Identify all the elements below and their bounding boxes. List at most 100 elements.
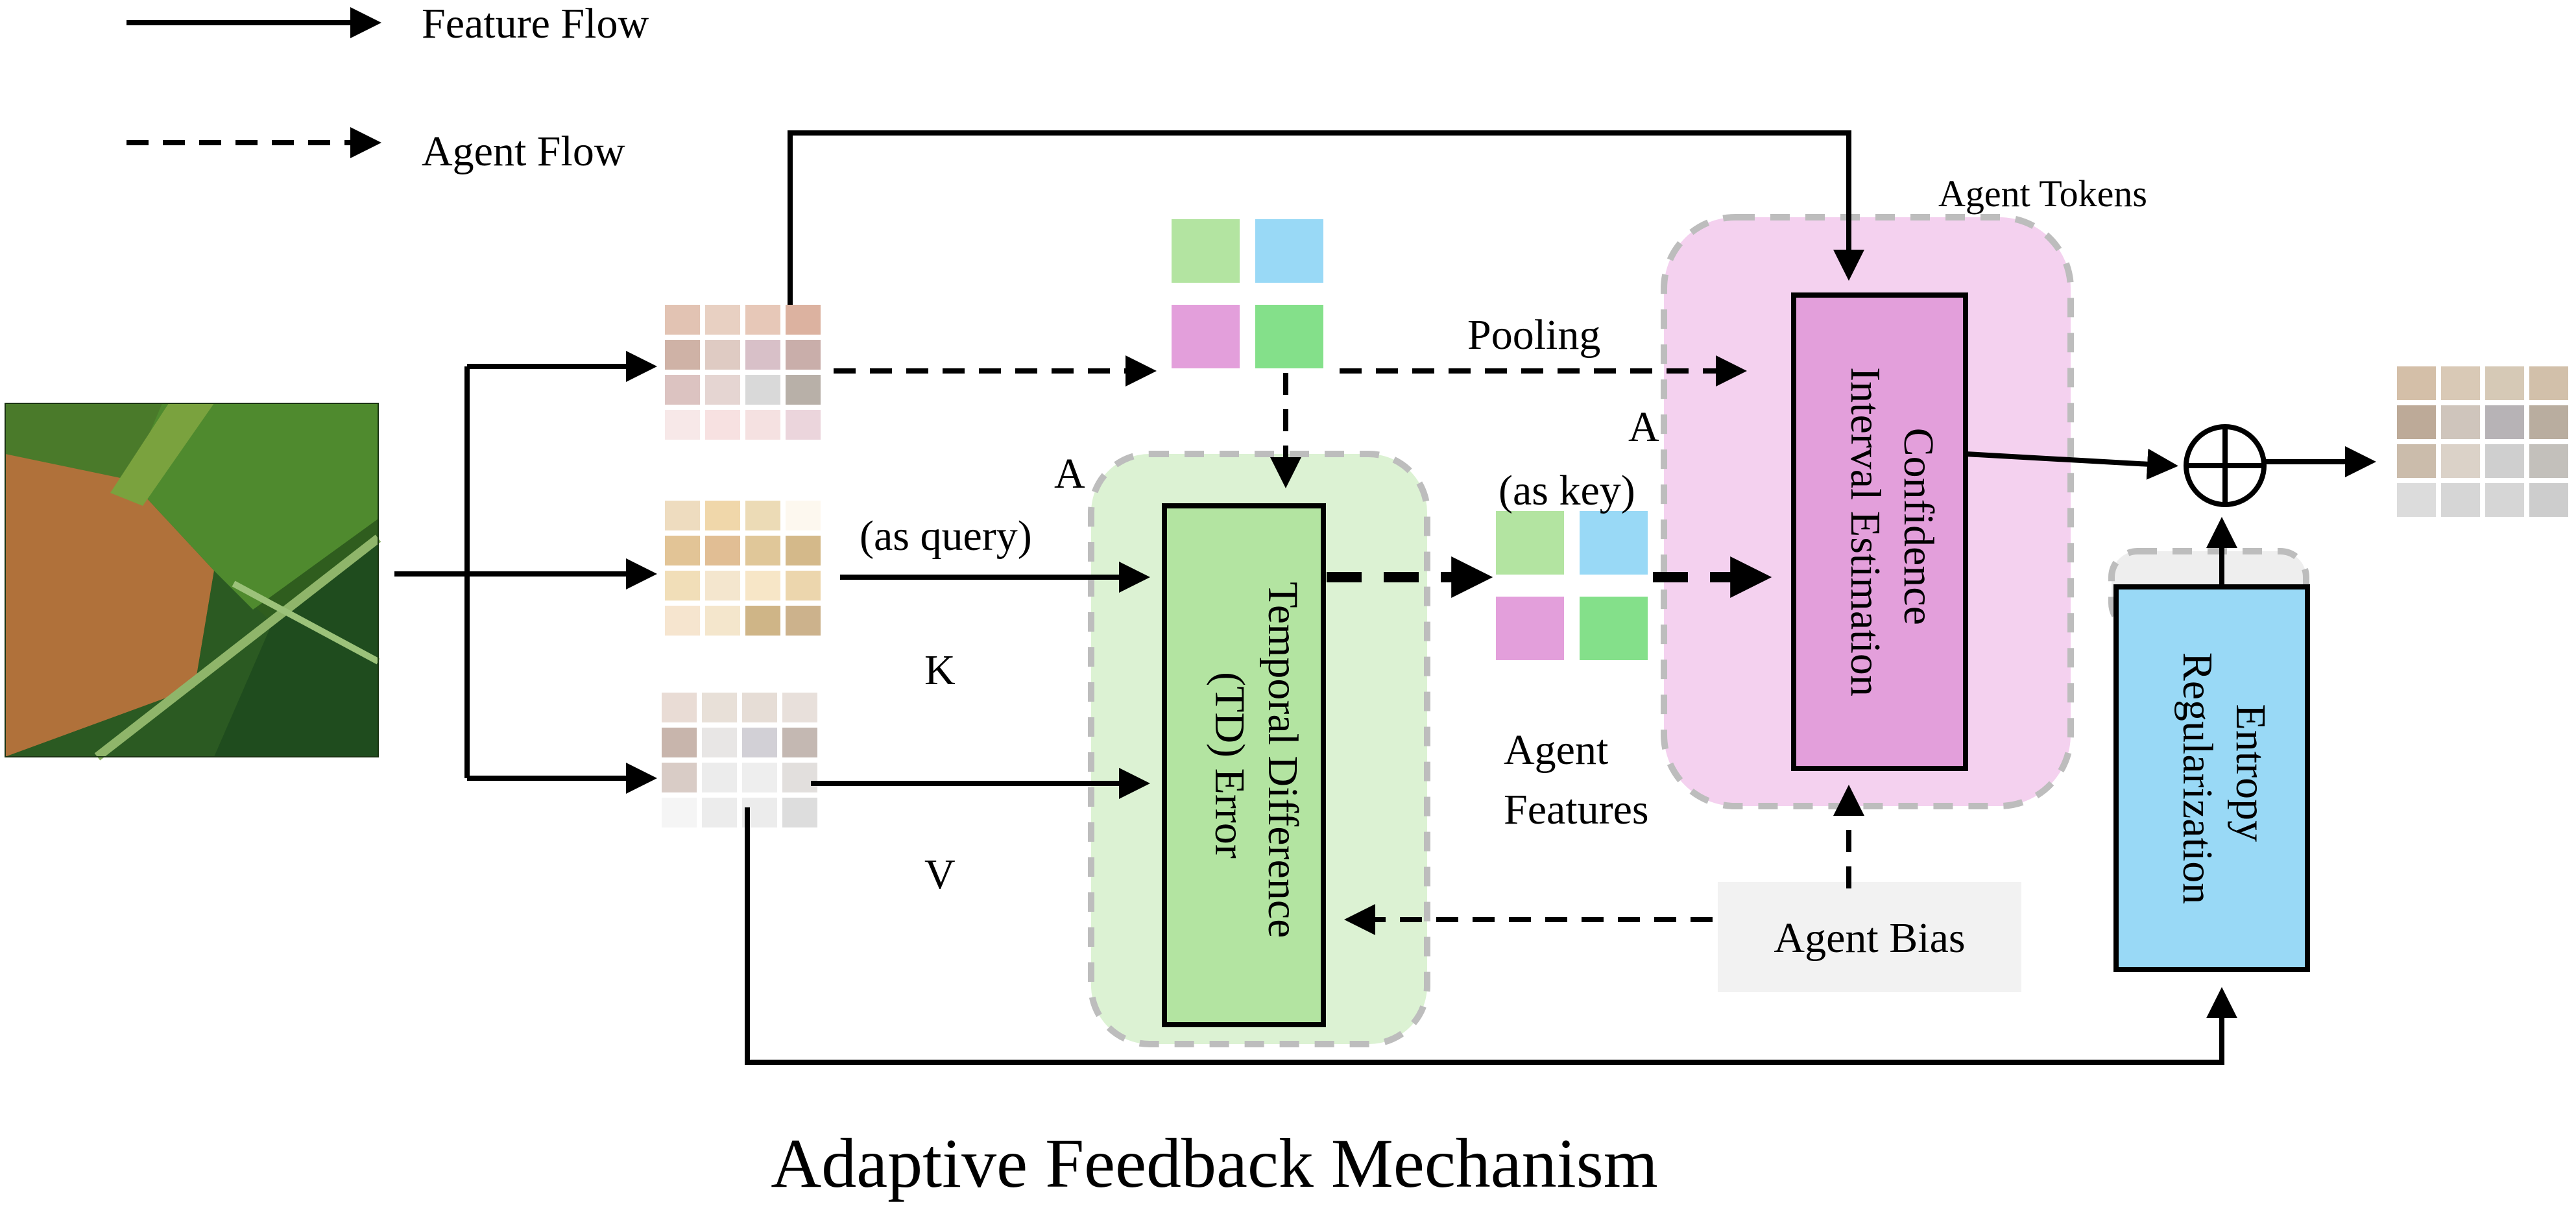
as-key-label: (as key) bbox=[1499, 467, 1635, 514]
confidence-interval-block bbox=[1791, 292, 1968, 771]
agent-token-pink bbox=[1172, 305, 1240, 368]
entropy-line2: Regularization bbox=[2174, 652, 2221, 905]
k-label: K bbox=[924, 647, 956, 694]
token-cell bbox=[665, 536, 700, 565]
confidence-line2: Interval Estimation bbox=[1842, 367, 1889, 696]
token-cell bbox=[786, 340, 821, 370]
token-cell bbox=[786, 410, 821, 440]
entropy-line1: Entropy bbox=[2227, 704, 2274, 842]
td-error-label: Temporal Difference (TD) Error bbox=[1206, 582, 1306, 949]
agent-feature-mint bbox=[1580, 597, 1648, 660]
entropy-regularization-label: Entropy Regularization bbox=[2174, 652, 2274, 905]
entropy-regularization-block bbox=[2113, 584, 2310, 972]
token-cell bbox=[745, 340, 780, 370]
td-error-line2: (TD) Error bbox=[1206, 672, 1253, 859]
token-cell bbox=[705, 501, 740, 530]
token-cell bbox=[2441, 405, 2480, 439]
token-cell bbox=[745, 606, 780, 636]
token-cell bbox=[665, 606, 700, 636]
token-cell bbox=[2529, 405, 2568, 439]
token-cell bbox=[742, 763, 777, 792]
token-cell bbox=[786, 571, 821, 601]
confidence-to-sum bbox=[1965, 448, 2178, 480]
agent-flow-arrows bbox=[834, 355, 1864, 935]
agent-tokens bbox=[1172, 219, 1323, 368]
token-cell bbox=[782, 763, 817, 792]
token-cell bbox=[662, 728, 697, 757]
a-right-label: A bbox=[1628, 403, 1659, 451]
td-error-block bbox=[1162, 503, 1326, 1027]
sum-node bbox=[2184, 424, 2267, 507]
token-cell bbox=[705, 606, 740, 636]
token-cell bbox=[745, 410, 780, 440]
token-cell bbox=[665, 375, 700, 405]
token-cell bbox=[782, 693, 817, 722]
token-cell bbox=[782, 798, 817, 827]
agent-features-label-1: Agent bbox=[1504, 726, 1608, 774]
v-to-entropy bbox=[745, 807, 2237, 1065]
token-cell bbox=[786, 305, 821, 335]
as-query-label: (as query) bbox=[860, 512, 1032, 560]
agent-feature-green bbox=[1496, 511, 1564, 575]
token-cell bbox=[702, 798, 737, 827]
query-token-grid bbox=[665, 305, 821, 440]
token-cell bbox=[705, 536, 740, 565]
agent-features bbox=[1496, 511, 1648, 660]
token-cell bbox=[2529, 483, 2568, 517]
token-cell bbox=[665, 340, 700, 370]
token-cell bbox=[2441, 366, 2480, 400]
agent-bias-box bbox=[1718, 882, 2021, 992]
token-cell bbox=[2397, 483, 2436, 517]
token-cell bbox=[2441, 483, 2480, 517]
token-cell bbox=[745, 536, 780, 565]
token-cell bbox=[662, 763, 697, 792]
token-cell bbox=[2529, 366, 2568, 400]
token-cell bbox=[2397, 405, 2436, 439]
confidence-line1: Confidence bbox=[1895, 428, 1942, 625]
token-cell bbox=[705, 571, 740, 601]
legend-agent-flow: Agent Flow bbox=[422, 128, 625, 175]
token-cell bbox=[665, 305, 700, 335]
pooling-label: Pooling bbox=[1467, 311, 1600, 359]
feature-flow-arrows bbox=[394, 130, 2376, 1065]
agent-tokens-label: Agent Tokens bbox=[1938, 173, 2147, 215]
token-cell bbox=[745, 571, 780, 601]
token-cell bbox=[705, 340, 740, 370]
token-cell bbox=[745, 501, 780, 530]
legend-feature-flow: Feature Flow bbox=[422, 0, 649, 47]
token-cell bbox=[742, 728, 777, 757]
agent-feature-pink bbox=[1496, 597, 1564, 660]
confidence-interval-label: Confidence Interval Estimation bbox=[1842, 367, 1942, 696]
agent-token-blue bbox=[1255, 219, 1323, 283]
token-cell bbox=[702, 763, 737, 792]
token-cell bbox=[705, 410, 740, 440]
token-cell bbox=[786, 375, 821, 405]
token-cell bbox=[2485, 366, 2524, 400]
token-cell bbox=[662, 693, 697, 722]
token-cell bbox=[2485, 444, 2524, 478]
agent-token-green bbox=[1172, 219, 1240, 283]
token-cell bbox=[2397, 366, 2436, 400]
v-label: V bbox=[924, 851, 956, 898]
token-cell bbox=[745, 305, 780, 335]
token-cell bbox=[782, 728, 817, 757]
token-cell bbox=[2485, 405, 2524, 439]
legend: Feature Flow Agent Flow bbox=[126, 0, 649, 175]
diagram-title: Adaptive Feedback Mechanism bbox=[771, 1125, 1658, 1202]
output-token-grid bbox=[2397, 366, 2568, 517]
token-cell bbox=[662, 798, 697, 827]
q-to-confidence bbox=[788, 130, 1864, 305]
token-cell bbox=[786, 501, 821, 530]
token-cell bbox=[705, 375, 740, 405]
token-cell bbox=[2529, 444, 2568, 478]
token-cell bbox=[745, 375, 780, 405]
agent-token-mint bbox=[1255, 305, 1323, 368]
token-cell bbox=[786, 536, 821, 565]
token-cell bbox=[702, 693, 737, 722]
value-token-grid bbox=[662, 693, 817, 827]
agent-feature-blue bbox=[1580, 511, 1648, 575]
token-cell bbox=[665, 410, 700, 440]
key-token-grid bbox=[665, 501, 821, 636]
token-cell bbox=[702, 728, 737, 757]
